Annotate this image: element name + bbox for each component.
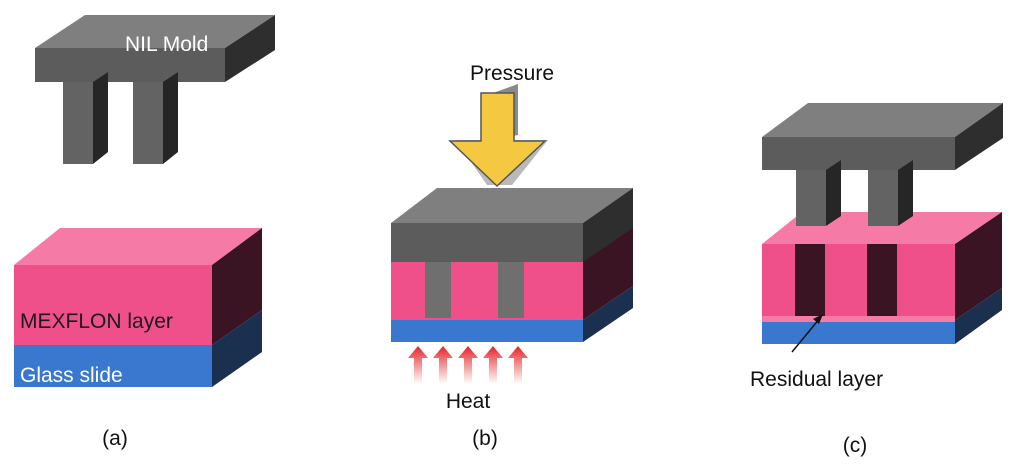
nil-mold-a [35,15,275,164]
glass-slide-label: Glass slide [20,364,123,387]
mold-label: NIL Mold [125,33,208,56]
heat-arrows [408,346,528,384]
residual-layer-pointer [791,314,823,353]
substrate-stack-a [14,228,262,387]
heat-arrow [408,346,428,384]
caption-c: (c) [843,434,868,457]
heat-label: Heat [446,390,491,413]
panel-c: Residual layer (c) [750,103,1003,457]
substrate-stack-b [391,222,633,342]
caption-b: (b) [472,427,498,450]
pressure-label: Pressure [470,62,554,85]
caption-a: (a) [102,427,128,450]
panel-a: NIL Mold MEXFLON layer Glass slide (a) [14,15,275,450]
nil-mold-c [762,103,1003,226]
heat-arrow [483,346,503,384]
nil-mold-b [391,188,633,262]
pressure-arrow [448,84,548,188]
mexflon-layer-label: MEXFLON layer [20,310,173,333]
heat-arrow [508,346,528,384]
heat-arrow [433,346,453,384]
heat-arrow [458,346,478,384]
residual-layer-label: Residual layer [750,368,883,391]
panel-b: Pressure Heat (b) [391,62,633,450]
substrate-stack-c [762,212,1002,344]
